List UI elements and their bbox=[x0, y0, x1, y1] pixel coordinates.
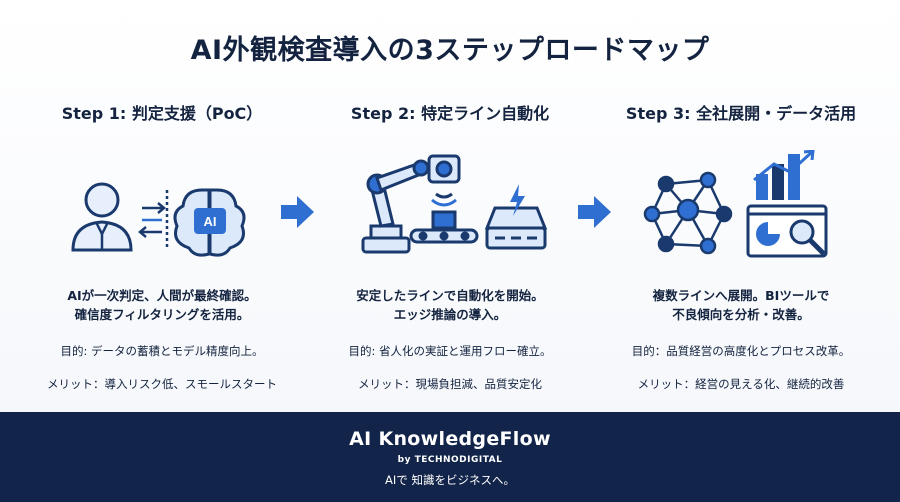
edge-device-icon bbox=[484, 184, 548, 250]
step-3-illustration bbox=[643, 150, 828, 258]
step-3-purpose: 目的：品質経営の高度化とプロセス改革。 bbox=[631, 344, 851, 358]
step-1-description: AIが一次判定、人間が最終確認。 確信度フィルタリングを活用。 bbox=[17, 286, 307, 324]
step-1: Step 1: 判定支援（PoC） AI AIが一次判定、人間が最終確認。 確信… bbox=[17, 100, 307, 391]
page-title: AI外観検査導入の3ステップロードマップ bbox=[190, 35, 710, 66]
step-2-merit: メリット：現場負担減、品質安定化 bbox=[358, 377, 542, 391]
footer: AI KnowledgeFlow by TECHNODIGITAL AIで 知識… bbox=[0, 412, 900, 502]
brain-ai-icon: AI bbox=[173, 188, 246, 257]
brain-ai-label: AI bbox=[204, 214, 217, 229]
step-3-desc-line1: 複数ラインへ展開。BIツールで bbox=[652, 288, 830, 303]
footer-tagline: AIで 知識をビジネスへ。 bbox=[385, 473, 515, 487]
step-1-illustration: AI bbox=[71, 182, 246, 257]
step-2-purpose: 目的: 省人化の実証と運用フロー確立。 bbox=[348, 344, 552, 358]
step-arrow-2-icon bbox=[578, 196, 611, 228]
robot-arm-camera-icon bbox=[361, 154, 479, 254]
step-3-desc-line2: 不良傾向を分析・改善。 bbox=[672, 307, 810, 322]
step-2-description: 安定したラインで自動化を開始。 エッジ推論の導入。 bbox=[305, 286, 595, 324]
step-3: Step 3: 全社展開・データ活用 複数ラインへ展開 bbox=[596, 100, 886, 391]
footer-brand: AI KnowledgeFlow bbox=[349, 428, 551, 450]
step-2-illustration bbox=[361, 154, 548, 254]
step-2-title: Step 2: 特定ライン自動化 bbox=[350, 104, 550, 123]
footer-by-line: by TECHNODIGITAL bbox=[397, 455, 503, 465]
step-2-desc-line1: 安定したラインで自動化を開始。 bbox=[356, 288, 544, 303]
step-1-merit: メリット：導入リスク低、スモールスタート bbox=[47, 377, 277, 391]
step-1-desc-line2: 確信度フィルタリングを活用。 bbox=[74, 307, 250, 322]
step-3-title: Step 3: 全社展開・データ活用 bbox=[625, 104, 857, 123]
step-2-desc-line2: エッジ推論の導入。 bbox=[393, 307, 507, 322]
exchange-arrows-icon bbox=[138, 190, 169, 250]
step-arrow-1-icon bbox=[281, 196, 314, 228]
network-icon bbox=[643, 171, 733, 255]
step-1-title: Step 1: 判定支援（PoC） bbox=[61, 104, 263, 123]
step-3-description: 複数ラインへ展開。BIツールで 不良傾向を分析・改善。 bbox=[596, 286, 886, 324]
person-icon bbox=[71, 182, 133, 252]
bi-dashboard-icon bbox=[746, 150, 828, 258]
step-1-purpose: 目的: データの蓄積とモデル精度向上。 bbox=[60, 344, 264, 358]
step-3-merit: メリット：経営の見える化、継続的改善 bbox=[637, 377, 845, 391]
step-1-desc-line1: AIが一次判定、人間が最終確認。 bbox=[67, 288, 257, 303]
step-2: Step 2: 特定ライン自動化 安定したラインで自動化を開始。 エッジ推論の導… bbox=[305, 100, 595, 391]
